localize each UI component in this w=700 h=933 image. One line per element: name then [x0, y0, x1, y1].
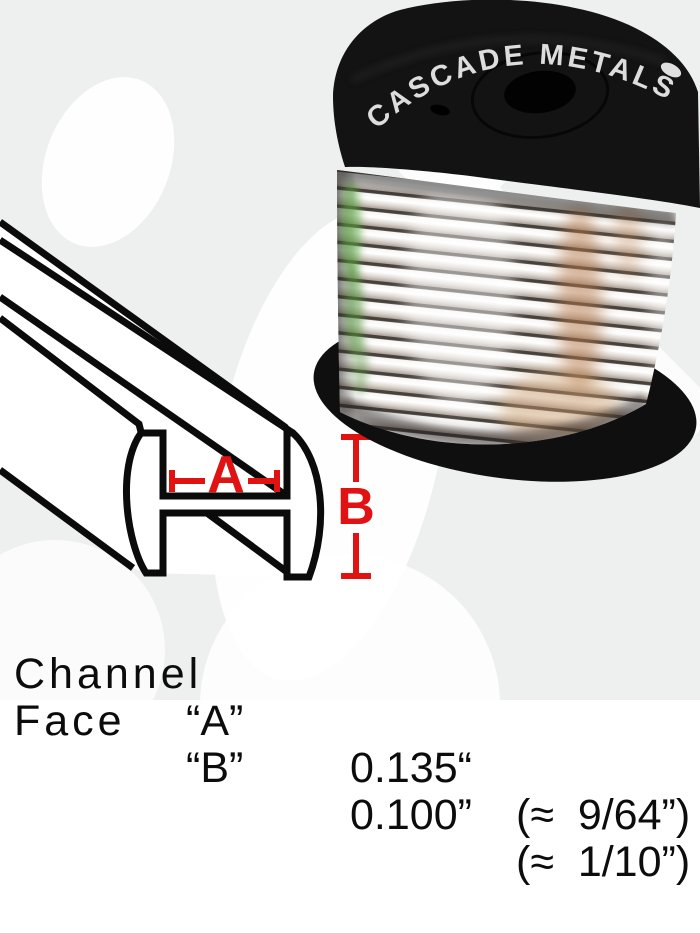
spec-row-channel: Channel “A” 0.135“ (≈ 9/64”): [0, 604, 700, 839]
spec-approx: (≈ 1/10”): [516, 838, 691, 886]
dimension-a-label: A: [207, 446, 245, 504]
dimension-b-label: B: [337, 478, 375, 536]
spec-letter: “A”: [186, 697, 244, 745]
spec-name: Face: [14, 697, 126, 745]
wire-coil: [337, 170, 676, 445]
spec-row-face: Face “B” 0.100” (≈ 1/10”): [0, 651, 700, 886]
flange-slot: [430, 104, 450, 116]
flange-dimple: [660, 62, 682, 78]
came-body-fill: [0, 222, 322, 577]
dimension-b: [341, 434, 371, 579]
spec-name: Channel: [14, 650, 203, 698]
spool-top-flange: CASCADE METALS: [333, 0, 700, 208]
dimension-a: [169, 470, 280, 492]
spool-photo: CASCADE METALS: [313, 0, 700, 482]
spec-value: 0.100”: [350, 791, 472, 839]
spindle-hole: [504, 70, 576, 114]
spec-value: 0.135“: [350, 744, 472, 792]
came-and-spool-graphic: A B: [0, 0, 700, 700]
came-profile-diagram: A B: [0, 219, 375, 581]
came-cross-section: [123, 429, 325, 581]
flange-ring: [470, 50, 610, 140]
product-image: A B: [0, 0, 700, 886]
spec-letter: “B”: [186, 744, 244, 792]
spec-approx: (≈ 9/64”): [516, 791, 691, 839]
